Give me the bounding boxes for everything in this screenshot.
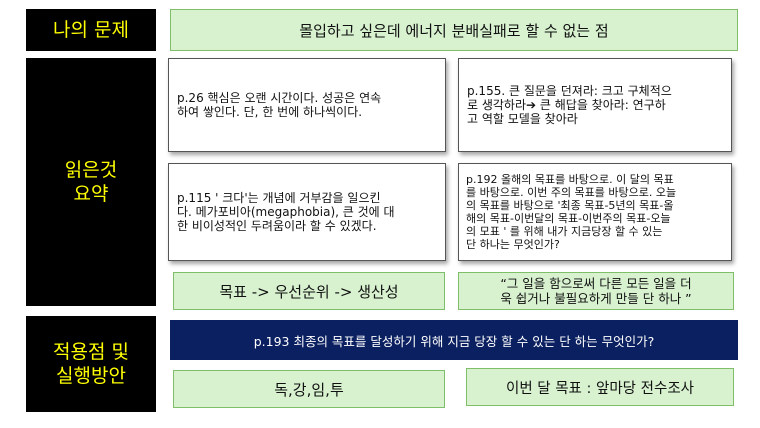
habits-box: 독,강,임,투 bbox=[173, 370, 445, 408]
note-p26-line-1: p.26 핵심은 오랜 시간이다. 성공은 연속 bbox=[177, 91, 382, 105]
apply-label-line-2: 실행방안 bbox=[56, 365, 126, 387]
note-p155-line-3: 고 역할 모델을 찾아라 bbox=[467, 112, 578, 126]
priority-flow-text: 목표 -> 우선순위 -> 생산성 bbox=[219, 282, 399, 301]
monthly-goal-box: 이번 달 목표 : 앞마당 전수조사 bbox=[466, 368, 734, 406]
note-p192-line-2: 를 바탕으로. 이번 주의 목표를 바탕으로. 오늘 bbox=[466, 186, 677, 199]
note-p155-line-2: 로 생각하라➔ 큰 해답을 찾아라: 연구하 bbox=[467, 98, 666, 112]
summary-label: 읽은것 요약 bbox=[26, 58, 156, 306]
problem-text: 몰입하고 싶은데 에너지 분배실패로 할 수 없는 점 bbox=[299, 21, 609, 40]
priority-flow-box: 목표 -> 우선순위 -> 생산성 bbox=[173, 272, 445, 310]
note-p115-line-2: 다. 메가포비아(megaphobia), 큰 것에 대 bbox=[177, 205, 395, 219]
note-card-p192: p.192 올해의 목표를 바탕으로. 이 달의 목표 를 바탕으로. 이번 주… bbox=[458, 163, 732, 261]
quote-line-1: “그 일을 함으로써 다른 모든 일을 더 bbox=[500, 276, 692, 291]
key-question-text: p.193 최종의 목표를 달성하기 위해 지금 당장 할 수 있는 단 하는 … bbox=[253, 333, 655, 349]
note-p115-line-1: p.115 ' 크다'는 개념에 거부감을 일으킨 bbox=[177, 191, 381, 205]
habits-text: 독,강,임,투 bbox=[274, 380, 344, 399]
note-p192-line-6: 단 하나는 무엇인가? bbox=[466, 238, 560, 251]
note-p155-line-1: p.155. 큰 질문을 던져라: 크고 구체적으 bbox=[467, 84, 672, 98]
note-p192-line-1: p.192 올해의 목표를 바탕으로. 이 달의 목표 bbox=[466, 173, 674, 186]
quote-box: “그 일을 함으로써 다른 모든 일을 더 욱 쉽거나 불필요하게 만들 단 하… bbox=[458, 272, 734, 310]
problem-label-text: 나의 문제 bbox=[53, 19, 129, 41]
summary-label-line-1: 읽은것 bbox=[64, 159, 118, 181]
note-p192-line-3: 의 목표를 바탕으로 '최종 목표-5년의 목표-올 bbox=[466, 199, 674, 212]
key-question-bar: p.193 최종의 목표를 달성하기 위해 지금 당장 할 수 있는 단 하는 … bbox=[170, 320, 738, 360]
note-p115-line-3: 한 비이성적인 두려움이라 할 수 있겠다. bbox=[177, 219, 377, 233]
summary-label-line-2: 요약 bbox=[73, 183, 109, 205]
problem-box: 몰입하고 싶은데 에너지 분배실패로 할 수 없는 점 bbox=[170, 9, 738, 51]
note-p26-line-2: 하여 쌓인다. 단, 한 번에 하나씩이다. bbox=[177, 105, 363, 119]
apply-label-line-1: 적용점 및 bbox=[53, 341, 129, 363]
note-card-p155: p.155. 큰 질문을 던져라: 크고 구체적으 로 생각하라➔ 큰 해답을 … bbox=[458, 58, 732, 152]
apply-label: 적용점 및 실행방안 bbox=[26, 316, 156, 412]
monthly-goal-text: 이번 달 목표 : 앞마당 전수조사 bbox=[505, 380, 694, 397]
note-p192-line-5: 의 모표 ' 를 위해 내가 지금당장 할 수 있는 bbox=[466, 225, 663, 238]
note-card-p26: p.26 핵심은 오랜 시간이다. 성공은 연속 하여 쌓인다. 단, 한 번에… bbox=[168, 58, 446, 152]
note-card-p115: p.115 ' 크다'는 개념에 거부감을 일으킨 다. 메가포비아(megap… bbox=[168, 163, 446, 261]
note-p192-line-4: 해의 목표-이번달의 목표-이번주의 목표-오늘 bbox=[466, 212, 671, 225]
problem-label: 나의 문제 bbox=[26, 9, 156, 51]
quote-line-2: 욱 쉽거나 불필요하게 만들 단 하나 ” bbox=[500, 291, 692, 306]
